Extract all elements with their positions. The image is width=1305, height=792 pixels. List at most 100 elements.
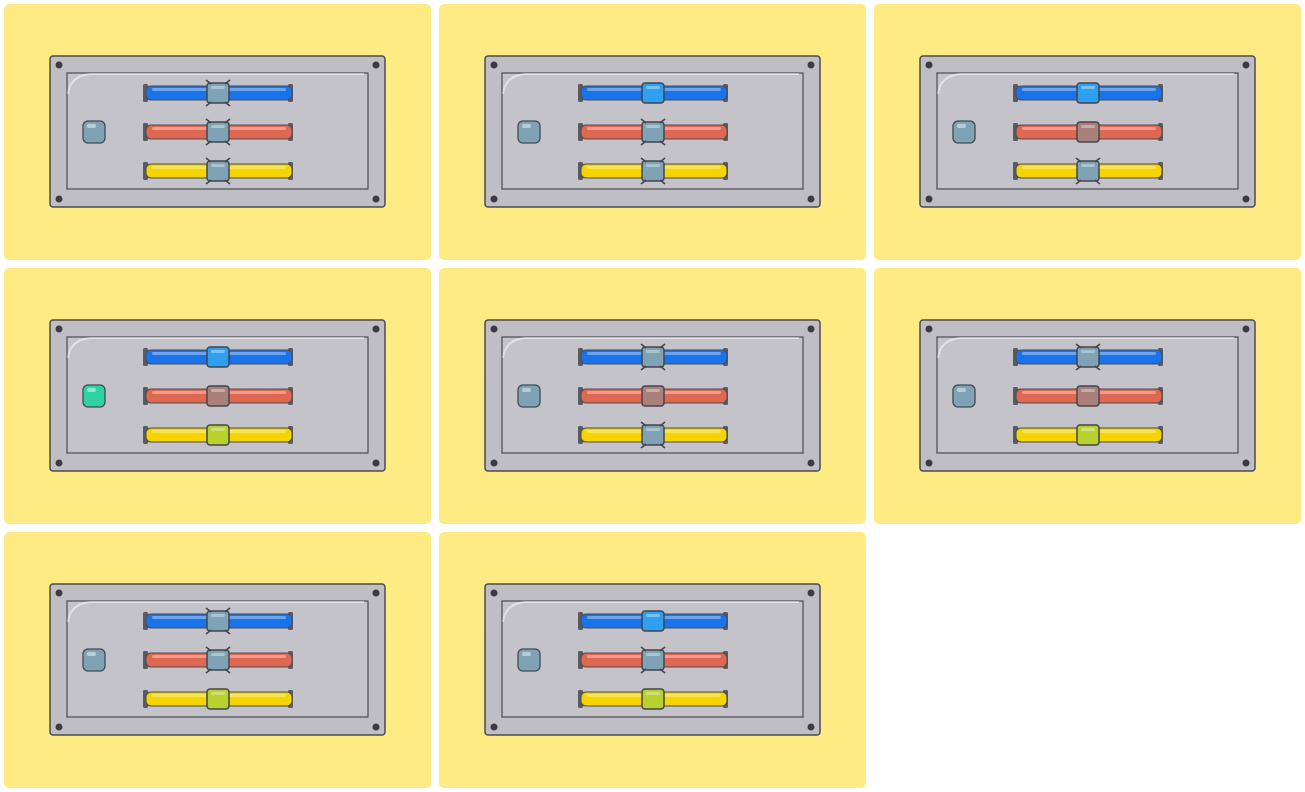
slider-red[interactable] — [578, 646, 728, 674]
knob-lock-icon — [640, 157, 666, 185]
indicator-glare — [522, 388, 531, 392]
slider-red[interactable] — [1013, 385, 1163, 407]
slider-yellow[interactable] — [578, 421, 728, 449]
screw-icon — [807, 723, 815, 731]
puzzle-tile-1[interactable] — [4, 4, 431, 260]
slider-blue[interactable] — [1013, 82, 1163, 104]
indicator-light — [82, 120, 106, 144]
slider-knob[interactable] — [206, 346, 230, 368]
screw-icon — [1242, 459, 1250, 467]
screw-icon — [490, 325, 498, 333]
panel-highlight — [502, 337, 799, 359]
control-panel — [484, 319, 821, 472]
knob-lock-icon — [640, 421, 666, 449]
puzzle-tile-3[interactable] — [874, 4, 1301, 260]
slider-knob-glare — [211, 164, 225, 167]
slider-knob[interactable] — [641, 610, 665, 632]
slider-knob[interactable] — [206, 649, 230, 671]
knob-lock-icon — [1075, 157, 1101, 185]
indicator-light — [82, 648, 106, 672]
control-panel — [919, 319, 1256, 472]
knob-lock-icon — [205, 646, 231, 674]
slider-knob[interactable] — [641, 160, 665, 182]
slider-red[interactable] — [143, 646, 293, 674]
slider-yellow[interactable] — [1013, 157, 1163, 185]
control-panel — [919, 55, 1256, 208]
slider-knob-glare — [646, 125, 660, 128]
slider-knob-glare — [646, 164, 660, 167]
slider-knob[interactable] — [206, 160, 230, 182]
slider-blue[interactable] — [1013, 343, 1163, 371]
slider-knob[interactable] — [206, 610, 230, 632]
knob-lock-icon — [205, 118, 231, 146]
slider-knob-glare — [646, 614, 660, 617]
control-panel — [49, 319, 386, 472]
indicator-glare — [522, 124, 531, 128]
slider-red[interactable] — [578, 385, 728, 407]
slider-yellow[interactable] — [578, 688, 728, 710]
slider-red[interactable] — [578, 118, 728, 146]
control-panel — [49, 55, 386, 208]
slider-red[interactable] — [1013, 121, 1163, 143]
slider-blue[interactable] — [578, 343, 728, 371]
slider-knob[interactable] — [641, 346, 665, 368]
screw-icon — [55, 61, 63, 69]
slider-blue[interactable] — [143, 607, 293, 635]
slider-knob[interactable] — [206, 121, 230, 143]
slider-knob[interactable] — [641, 82, 665, 104]
puzzle-tile-2[interactable] — [439, 4, 866, 260]
puzzle-tile-4[interactable] — [4, 268, 431, 524]
slider-knob[interactable] — [641, 649, 665, 671]
slider-blue[interactable] — [143, 79, 293, 107]
slider-knob[interactable] — [641, 688, 665, 710]
knob-lock-icon — [1075, 343, 1101, 371]
slider-knob[interactable] — [206, 424, 230, 446]
panel-highlight — [67, 337, 364, 359]
slider-knob[interactable] — [1076, 385, 1100, 407]
slider-knob[interactable] — [1076, 121, 1100, 143]
slider-yellow[interactable] — [1013, 424, 1163, 446]
puzzle-tile-5[interactable] — [439, 268, 866, 524]
slider-yellow[interactable] — [578, 157, 728, 185]
screw-icon — [372, 195, 380, 203]
slider-red[interactable] — [143, 385, 293, 407]
slider-blue[interactable] — [143, 346, 293, 368]
puzzle-tile-8[interactable] — [439, 532, 866, 788]
slider-knob[interactable] — [641, 385, 665, 407]
slider-blue[interactable] — [578, 610, 728, 632]
screw-icon — [925, 61, 933, 69]
slider-knob-glare — [211, 614, 225, 617]
screw-icon — [1242, 195, 1250, 203]
indicator-light — [82, 384, 106, 408]
slider-yellow[interactable] — [143, 688, 293, 710]
control-panel — [49, 583, 386, 736]
screw-icon — [55, 195, 63, 203]
screw-icon — [55, 459, 63, 467]
slider-knob[interactable] — [1076, 424, 1100, 446]
puzzle-tile-6[interactable] — [874, 268, 1301, 524]
slider-knob[interactable] — [641, 121, 665, 143]
screw-icon — [55, 325, 63, 333]
screw-icon — [490, 589, 498, 597]
puzzle-tile-7[interactable] — [4, 532, 431, 788]
slider-blue[interactable] — [578, 82, 728, 104]
panel-highlight — [937, 337, 1234, 359]
indicator-glare — [957, 124, 966, 128]
screw-icon — [55, 589, 63, 597]
slider-red[interactable] — [143, 118, 293, 146]
screw-icon — [490, 195, 498, 203]
knob-lock-icon — [640, 343, 666, 371]
screw-icon — [807, 195, 815, 203]
slider-knob[interactable] — [641, 424, 665, 446]
slider-knob[interactable] — [1076, 346, 1100, 368]
slider-knob[interactable] — [206, 385, 230, 407]
slider-yellow[interactable] — [143, 424, 293, 446]
slider-knob[interactable] — [1076, 160, 1100, 182]
slider-yellow[interactable] — [143, 157, 293, 185]
slider-knob[interactable] — [206, 82, 230, 104]
slider-knob[interactable] — [206, 688, 230, 710]
slider-knob-glare — [211, 350, 225, 353]
slider-knob-glare — [646, 86, 660, 89]
screw-icon — [372, 61, 380, 69]
slider-knob[interactable] — [1076, 82, 1100, 104]
